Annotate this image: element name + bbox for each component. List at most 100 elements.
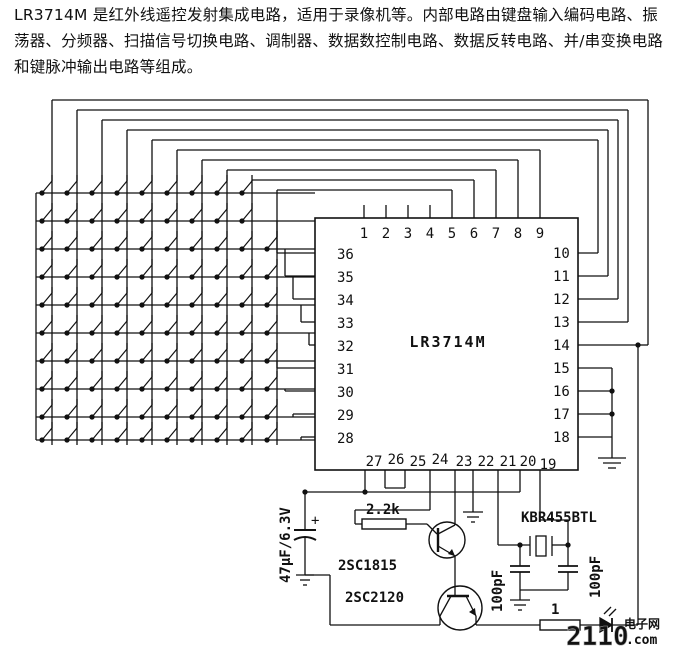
cap-47uf-plus: + — [311, 513, 319, 529]
key-switch — [64, 371, 78, 392]
key-switch — [189, 287, 203, 308]
key-switch — [214, 175, 228, 196]
key-switch — [189, 315, 203, 336]
pin-label-32: 32 — [337, 339, 354, 355]
pin-label-33: 33 — [337, 316, 354, 332]
pin-label-6: 6 — [470, 226, 478, 242]
key-switch — [114, 287, 128, 308]
key-matrix — [39, 175, 278, 443]
transistor-2sc1815-label: 2SC1815 — [338, 558, 397, 574]
bottom-pin-wiring — [302, 470, 569, 545]
key-switch — [264, 315, 278, 336]
key-switch — [114, 231, 128, 252]
pin-label-19: 19 — [540, 457, 557, 473]
key-switch — [214, 315, 228, 336]
resonator-label: KBR455BTL — [521, 510, 597, 526]
cap-47uf-plate-bottom — [293, 536, 317, 541]
cap-100pf-right-label: 100pF — [588, 556, 604, 598]
pin-label-30: 30 — [337, 385, 354, 401]
key-switch — [239, 287, 253, 308]
pin-label-4: 4 — [426, 226, 434, 242]
key-switch — [189, 422, 203, 443]
key-switch — [164, 399, 178, 420]
pin-label-28: 28 — [337, 431, 354, 447]
key-switch — [89, 371, 103, 392]
pin-label-16: 16 — [553, 384, 570, 400]
key-switch — [214, 287, 228, 308]
pin-label-8: 8 — [514, 226, 522, 242]
resistor-led-label: 1 — [551, 602, 559, 618]
resistor-2k2-label: 2.2k — [366, 502, 400, 518]
key-switch — [239, 422, 253, 443]
pin-label-35: 35 — [337, 270, 354, 286]
cap-100pf-left-label: 100pF — [490, 570, 506, 612]
key-switch — [39, 315, 53, 336]
watermark-cn: 电子网 — [624, 616, 660, 631]
key-switch — [189, 231, 203, 252]
key-switch — [64, 203, 78, 224]
key-switch — [114, 422, 128, 443]
key-switch — [164, 371, 178, 392]
resistor-2k2 — [361, 518, 407, 530]
key-switch — [189, 175, 203, 196]
key-switch — [114, 203, 128, 224]
key-switch — [239, 259, 253, 280]
key-switch — [239, 371, 253, 392]
transistor-2sc2120-label: 2SC2120 — [345, 590, 404, 606]
key-switch — [189, 343, 203, 364]
key-switch — [89, 422, 103, 443]
key-switch — [89, 399, 103, 420]
key-switch — [264, 343, 278, 364]
key-switch — [39, 259, 53, 280]
pin-label-12: 12 — [553, 292, 570, 308]
key-switch — [214, 259, 228, 280]
key-switch — [89, 231, 103, 252]
key-switch — [139, 175, 153, 196]
key-switch — [189, 399, 203, 420]
key-switch — [114, 371, 128, 392]
key-switch — [264, 231, 278, 252]
key-switch — [239, 175, 253, 196]
matrix-wires — [35, 99, 649, 445]
key-switch — [39, 203, 53, 224]
key-switch — [39, 371, 53, 392]
key-switch — [139, 422, 153, 443]
pin-label-14: 14 — [553, 338, 570, 354]
key-switch — [89, 315, 103, 336]
pin-label-5: 5 — [448, 226, 456, 242]
key-switch — [39, 399, 53, 420]
key-switch — [114, 315, 128, 336]
key-switch — [139, 287, 153, 308]
key-switch — [39, 231, 53, 252]
pin-label-13: 13 — [553, 315, 570, 331]
key-switch — [139, 231, 153, 252]
resonator-kbr455 — [535, 535, 547, 557]
key-switch — [264, 399, 278, 420]
key-switch — [89, 203, 103, 224]
key-switch — [64, 399, 78, 420]
key-switch — [214, 371, 228, 392]
key-switch — [264, 371, 278, 392]
key-switch — [164, 343, 178, 364]
key-switch — [64, 422, 78, 443]
description-text: LR3714M 是红外线遥控发射集成电路，适用于录像机等。内部电路由键盘输入编码… — [14, 6, 664, 76]
key-switch — [189, 203, 203, 224]
pin-label-20: 20 — [520, 454, 537, 470]
key-switch — [114, 259, 128, 280]
key-switch — [39, 343, 53, 364]
key-switch — [164, 175, 178, 196]
key-switch — [214, 422, 228, 443]
pin-label-22: 22 — [478, 454, 495, 470]
ir-led — [599, 616, 614, 634]
watermark-number: 2110 — [566, 622, 629, 652]
key-switch — [264, 259, 278, 280]
pin-label-10: 10 — [553, 246, 570, 262]
key-switch — [164, 315, 178, 336]
pin-label-18: 18 — [553, 430, 570, 446]
key-switch — [214, 203, 228, 224]
pin-label-29: 29 — [337, 408, 354, 424]
transistor-2sc1815 — [428, 521, 466, 559]
key-switch — [214, 343, 228, 364]
pin-label-11: 11 — [553, 269, 570, 285]
